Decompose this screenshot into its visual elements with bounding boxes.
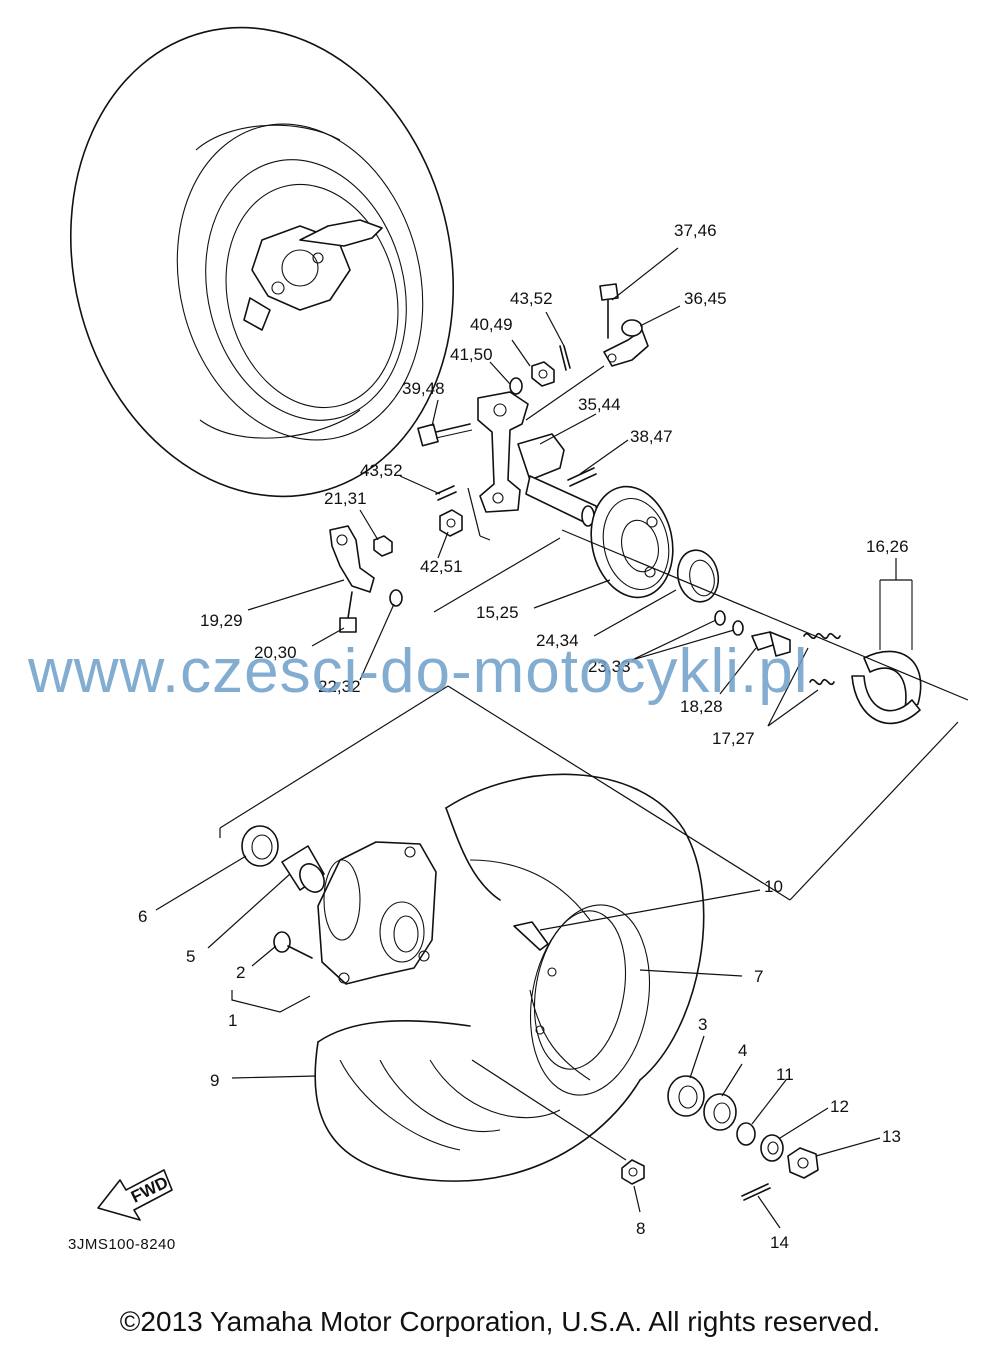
callout-36-45: 36,45 (684, 289, 727, 308)
collar-5 (281, 845, 325, 893)
callout-3: 3 (698, 1015, 707, 1034)
callout-35-44: 35,44 (578, 395, 621, 414)
o-ring-23-33-b (732, 620, 744, 636)
seal-24-34 (676, 549, 720, 603)
callout-11: 11 (776, 1065, 794, 1084)
callout-9: 9 (210, 1071, 219, 1090)
nut-21-31 (373, 535, 393, 557)
tire-9 (314, 1020, 641, 1182)
callout-15-25: 15,25 (476, 603, 519, 622)
diagram-code: 3JMS100-8240 (68, 1236, 176, 1253)
callout-7: 7 (754, 967, 763, 986)
callout-23-33: 23,33 (588, 657, 631, 676)
bearing-3 (667, 1075, 705, 1117)
callout-40-49: 40,49 (470, 315, 513, 334)
callout-16-26: 16,26 (866, 537, 909, 556)
spring-17-27 (803, 632, 841, 686)
valve-10 (513, 921, 549, 951)
callout-42-51: 42,51 (420, 557, 463, 576)
callout-41-50: 41,50 (450, 345, 493, 364)
fwd-direction-arrow-icon: FWD (97, 1169, 173, 1221)
o-ring-23-33-a (714, 610, 726, 626)
callout-20-30: 20,30 (254, 643, 297, 662)
assembly-boundary-lines (219, 365, 969, 1013)
copyright-notice: ©2013 Yamaha Motor Corporation, U.S.A. A… (119, 1306, 881, 1337)
bolt-37-46 (599, 283, 619, 339)
washer-22-32 (389, 589, 403, 607)
callout-17-27: 17,27 (712, 729, 755, 748)
assembled-wheel-illustration (69, 26, 455, 498)
callout-1: 1 (228, 1011, 237, 1030)
callout-39-48: 39,48 (402, 379, 445, 398)
cotter-pin-43-52-upper (559, 345, 571, 371)
callout-4: 4 (738, 1041, 747, 1060)
nut-8 (621, 1159, 645, 1185)
callout-43-52-lower: 43,52 (360, 461, 403, 480)
stud-bolt-2 (273, 931, 313, 959)
brake-arm-19-29 (329, 525, 375, 593)
cotter-pin-43-52-lower (435, 485, 457, 501)
washer-12 (760, 1134, 784, 1162)
castle-nut-13 (787, 1147, 819, 1179)
joint-36-45 (603, 319, 649, 367)
callout-12: 12 (830, 1097, 849, 1116)
callout-43-52-upper: 43,52 (510, 289, 553, 308)
bolt-20-30 (339, 591, 357, 633)
callout-13: 13 (882, 1127, 901, 1146)
website-watermark: www.czesci-do-motocykli.pl (28, 637, 809, 706)
cotter-pin-14 (741, 1183, 771, 1201)
callout-37-46: 37,46 (674, 221, 717, 240)
callout-labels: 37,46 36,45 43,52 40,49 41,50 39,48 35,4… (138, 221, 909, 1252)
cam-18-28 (751, 631, 791, 657)
brake-plate-15-25 (590, 485, 674, 599)
callout-38-47: 38,47 (630, 427, 673, 446)
callout-21-31: 21,31 (324, 489, 367, 508)
leader-lines (155, 247, 897, 1229)
callout-6: 6 (138, 907, 147, 926)
oil-seal-6 (241, 825, 279, 867)
bearing-4 (703, 1093, 737, 1131)
bolt-39-48 (417, 423, 473, 447)
callout-5: 5 (186, 947, 195, 966)
steering-knuckle (477, 391, 599, 527)
callout-8: 8 (636, 1219, 645, 1238)
rim-7 (445, 773, 705, 1096)
nut-40-49 (531, 361, 555, 387)
brake-shoe-16-26 (851, 580, 922, 725)
wheel-hub-1 (317, 841, 437, 985)
cotter-pin-38-47 (567, 467, 597, 487)
callout-24-34: 24,34 (536, 631, 579, 650)
callout-22-32: 22,32 (318, 677, 361, 696)
callout-10: 10 (764, 877, 783, 896)
spacer-11 (736, 1122, 756, 1146)
nut-42-51 (439, 509, 463, 537)
callout-19-29: 19,29 (200, 611, 243, 630)
callout-2: 2 (236, 963, 245, 982)
callout-14: 14 (770, 1233, 789, 1252)
washer-41-50 (509, 377, 523, 395)
callout-18-28: 18,28 (680, 697, 723, 716)
